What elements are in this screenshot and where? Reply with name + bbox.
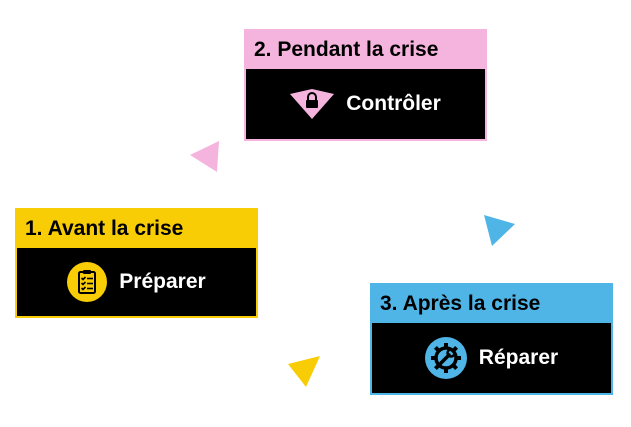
step-header-during: 2. Pendant la crise (246, 31, 485, 69)
lock-diamond-icon (290, 89, 335, 119)
step-card-during: 2. Pendant la crise Contrôler (244, 29, 487, 141)
step-action-during: Contrôler (346, 92, 441, 115)
arrow-to-during (190, 141, 219, 172)
step-action-after: Réparer (478, 346, 559, 369)
step-body-before: Préparer (17, 248, 256, 316)
arrow-to-after (484, 215, 515, 246)
step-title-after: 3. Après la crise (380, 292, 541, 315)
step-header-after: 3. Après la crise (372, 285, 611, 323)
step-body-during: Contrôler (246, 69, 485, 139)
step-body-after: Réparer (372, 323, 611, 393)
step-title-before: 1. Avant la crise (25, 217, 184, 240)
gear-wrench-icon (424, 337, 467, 379)
clipboard-checklist-icon (67, 262, 108, 302)
step-title-during: 2. Pendant la crise (254, 38, 439, 61)
step-card-before: 1. Avant la crise Préparer (15, 208, 258, 318)
step-header-before: 1. Avant la crise (17, 210, 256, 248)
step-card-after: 3. Après la crise Réparer (370, 283, 613, 395)
arrow-to-before (288, 356, 320, 387)
step-action-before: Préparer (119, 270, 206, 293)
